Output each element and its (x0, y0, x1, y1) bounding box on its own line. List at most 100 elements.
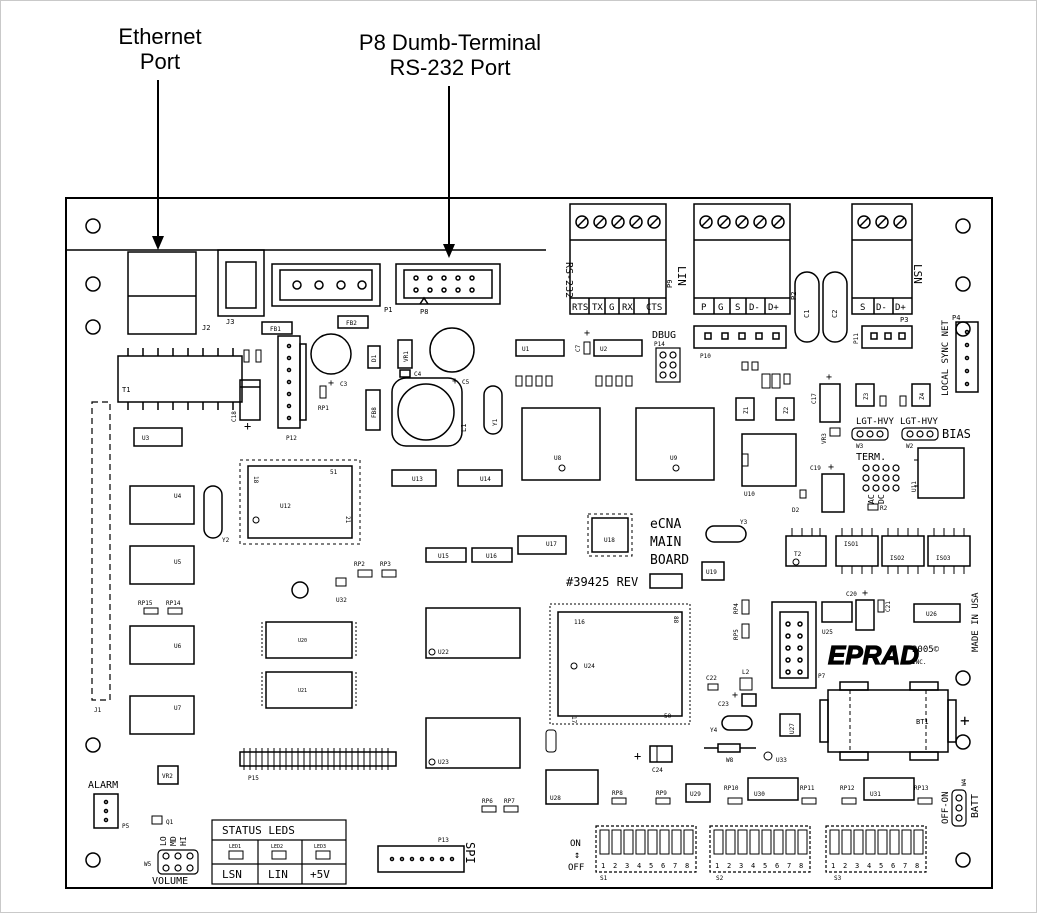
jumper-w2 (901, 427, 939, 441)
connector-p12 (277, 335, 307, 429)
ref-rp14: RP14 (166, 600, 181, 607)
ref-j3: J3 (226, 318, 234, 326)
ic-u16 (471, 547, 513, 563)
ref-p15: P15 (248, 775, 259, 782)
ref-u2: U2 (600, 346, 608, 353)
svg-text:+: + (826, 372, 832, 383)
ref-z4: Z4 (919, 392, 926, 400)
dip-switch-lever (877, 829, 888, 855)
jumper-term (862, 464, 900, 492)
lin-pin-g: G (718, 303, 723, 313)
ic-u24 (549, 603, 691, 725)
ic-iso3 (927, 535, 971, 567)
ferrite-fb2 (337, 315, 369, 329)
ref-u27: U27 (789, 723, 796, 734)
svg-text:+: + (634, 749, 641, 763)
dip-switch-number: 7 (787, 862, 791, 870)
ic-u17 (517, 535, 567, 555)
ref-p2: P2 (790, 292, 798, 300)
dip-switch-lever (623, 829, 634, 855)
ic-u26 (913, 603, 961, 623)
dip-switch-lever (797, 829, 808, 855)
dip-switch-lever (749, 829, 760, 855)
ic-u1 (515, 339, 565, 357)
zener-z3 (855, 383, 875, 407)
ref-t2: T2 (794, 551, 802, 558)
ic-u29 (685, 783, 711, 803)
transformer-t1 (117, 348, 243, 410)
ic-u2 (593, 339, 643, 357)
board-outline (65, 197, 993, 889)
ref-w2: W2 (906, 443, 914, 450)
ic-u4 (129, 485, 195, 525)
ethernet-callout-line2: Port (139, 49, 181, 74)
dip-switch-number: 8 (915, 862, 919, 870)
ref-c22: C22 (706, 675, 717, 682)
ref-u11: U11 (911, 481, 918, 492)
ic-u11 (917, 447, 965, 499)
ic-u31 (863, 777, 915, 801)
ref-u16: U16 (486, 553, 497, 560)
ic-u28 (545, 769, 599, 805)
board-name-line1: eCNA (650, 517, 681, 532)
dip-switch-number: 6 (775, 862, 779, 870)
ref-w5: W5 (144, 861, 152, 868)
dip-switch-number: 4 (867, 862, 871, 870)
dip-switch-lever (901, 829, 912, 855)
ac-label: AC (867, 494, 876, 504)
dip-switch-number: 8 (799, 862, 803, 870)
ref-w3: W3 (856, 443, 864, 450)
dip-switch-lever (611, 829, 622, 855)
capacitor-c23 (741, 693, 757, 707)
dip-switch-lever (829, 829, 840, 855)
dip-switch-lever (647, 829, 658, 855)
ref-u21: U21 (298, 688, 307, 694)
connector-p4 (955, 321, 979, 393)
ref-p10: P10 (700, 353, 711, 360)
rs232-pin-cts: CTS (646, 303, 662, 313)
dip-switch-lever (865, 829, 876, 855)
status-leds-title: STATUS LEDS (222, 824, 295, 837)
ref-u13: U13 (412, 476, 423, 483)
ic-u18 (587, 513, 633, 557)
ref-rp2: RP2 (354, 561, 365, 568)
spi-label: SPI (463, 842, 477, 864)
batt-label: BATT (970, 794, 981, 818)
ethernet-jack-j2 (127, 251, 197, 335)
ref-p11: P11 (853, 333, 860, 344)
brand-suffix: INC. (912, 659, 926, 666)
svg-text:+: + (862, 588, 868, 599)
header-p11 (861, 325, 913, 349)
ref-rp6: RP6 (482, 798, 493, 805)
capacitor-c3 (310, 333, 352, 375)
capacitor-c20 (855, 599, 875, 631)
svg-text:+: + (244, 419, 251, 433)
ic-iso2 (881, 535, 925, 567)
board-name-line3: BOARD (650, 553, 689, 568)
plcc-pin-51: 51 (330, 469, 338, 476)
dip-switch-lever (785, 829, 796, 855)
ref-c1: C1 (803, 310, 811, 318)
ref-s2: S2 (716, 875, 724, 882)
ref-p4: P4 (952, 314, 960, 322)
battery-bt1 (819, 681, 957, 761)
ic-u10 (741, 433, 797, 487)
ref-p14: P14 (654, 341, 665, 348)
ethernet-callout-line1: Ethernet (118, 24, 202, 49)
dip-switch-lever (737, 829, 748, 855)
dip-switch-lever (599, 829, 610, 855)
ic-u25 (821, 601, 853, 623)
dip-switch-number: 3 (855, 862, 859, 870)
dip-switch-lever (659, 829, 670, 855)
terminal-block-p10 (693, 203, 791, 315)
ref-u19: U19 (706, 569, 717, 576)
volume-hi: HI (179, 836, 188, 846)
ethernet-callout-arrow (152, 80, 164, 250)
dip-switch-lever (713, 829, 724, 855)
ref-u18: U18 (604, 537, 615, 544)
status-led-3-ref: LED3 (314, 844, 326, 850)
ref-p8: P8 (420, 308, 428, 316)
